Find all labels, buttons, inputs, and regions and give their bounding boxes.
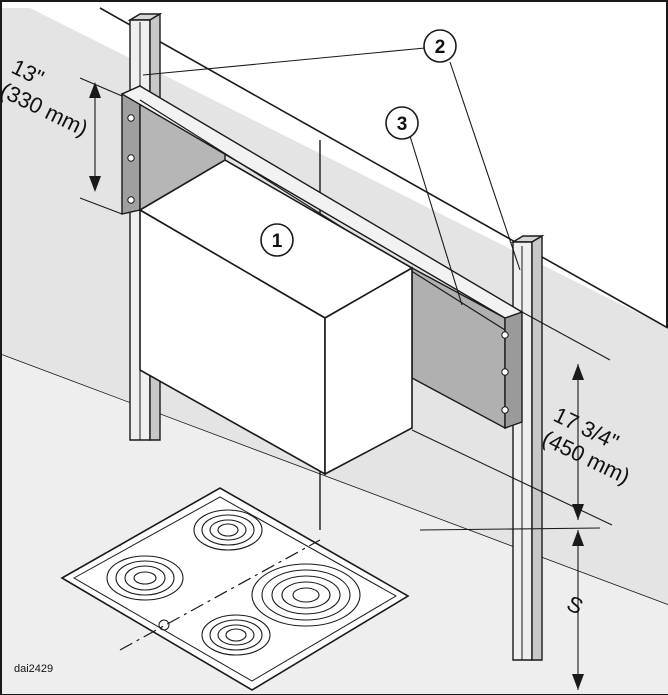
- mounting-rail-right: [510, 234, 545, 661]
- callout-2: 2: [423, 29, 457, 63]
- leader-lines: [142, 47, 521, 306]
- callout-3-label: 3: [397, 114, 408, 135]
- callout-1-label: 1: [272, 231, 283, 252]
- burner-right-large: [251, 563, 361, 627]
- side-panel-right: [411, 266, 523, 430]
- burner-left: [106, 555, 184, 601]
- burner-back: [193, 509, 263, 551]
- cooktop-centerline: [119, 539, 321, 651]
- cooktop-center-mark: [158, 619, 170, 631]
- callout-2-label: 2: [435, 37, 446, 58]
- callout-1: 1: [260, 223, 294, 257]
- wall-top-edge: [99, 7, 668, 329]
- burner-front: [201, 614, 271, 656]
- callout-3: 3: [385, 106, 419, 140]
- dimension-arrowheads: [89, 82, 584, 690]
- figure-code: dai2429: [14, 663, 53, 675]
- cooktop: [60, 487, 410, 691]
